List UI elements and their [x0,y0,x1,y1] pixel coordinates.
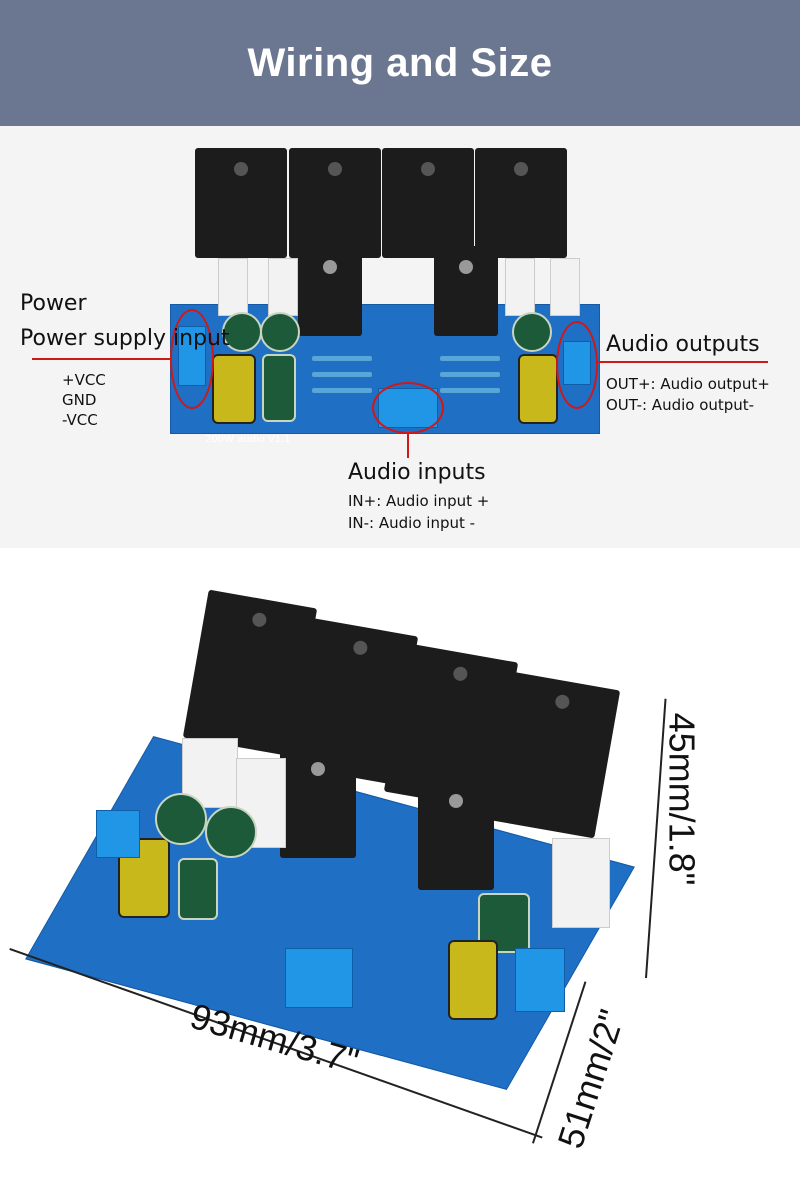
capacitor [212,354,256,424]
power-label: Power supply input [20,326,230,351]
power-transistor [382,148,474,258]
header-banner: Wiring and Size [0,0,800,126]
size-diagram: 93mm/3.7" 51mm/2" 45mm/1.8" [0,548,800,1186]
outputs-label: Audio outputs [606,332,760,357]
connector [268,258,298,316]
power-callout-line [32,358,172,360]
pin-label: -VCC [62,411,98,429]
wiring-diagram: 200W audio V1.1 Power Power supply input… [0,126,800,548]
resistor [312,372,372,377]
board-label: 200W audio V1.1 [205,434,291,445]
input-callout-ring [372,382,444,434]
driver-transistor [298,246,362,336]
capacitor [518,354,558,424]
output-callout-ring [556,321,598,409]
capacitor [178,858,218,920]
capacitor [262,354,296,422]
resistor [440,372,500,377]
pin-label: +VCC [62,371,106,389]
connector [550,258,580,316]
page-title: Wiring and Size [247,40,553,85]
capacitor [205,806,257,858]
resistor [440,388,500,393]
pin-label: GND [62,391,97,409]
connector [552,838,610,928]
connector [218,258,248,316]
power-transistor [475,148,567,258]
driver-transistor [434,246,498,336]
resistor [312,356,372,361]
output-pin-label: OUT-: Audio output- [606,396,755,414]
output-terminal [515,948,565,1012]
power-terminal [96,810,140,858]
resistor [312,388,372,393]
input-pin-label: IN-: Audio input - [348,514,476,532]
capacitor [260,312,300,352]
output-pin-label: OUT+: Audio output+ [606,375,770,393]
power-transistor [289,148,381,258]
output-callout-line [598,361,768,363]
resistor [440,356,500,361]
input-pin-label: IN+: Audio input + [348,492,490,510]
capacitor [448,940,498,1020]
capacitor [222,312,262,352]
input-terminal [285,948,353,1008]
capacitor [512,312,552,352]
power-label-line1: Power [20,291,87,316]
connector [505,258,535,316]
driver-transistor [280,748,356,858]
power-transistor [195,148,287,258]
inputs-label: Audio inputs [348,460,486,485]
input-callout-line [407,434,409,458]
driver-transistor [418,780,494,890]
power-callout-ring [170,309,214,409]
capacitor [155,793,207,845]
width-label: 51mm/2" [549,1004,633,1154]
height-label: 45mm/1.8" [661,712,703,886]
